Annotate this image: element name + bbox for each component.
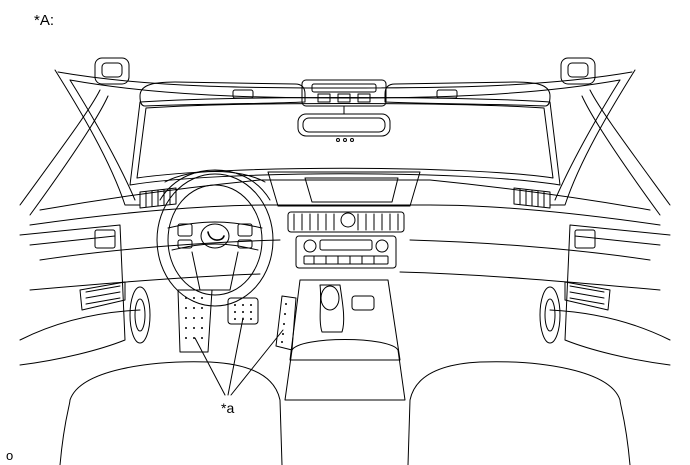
dashboard [30,180,660,290]
air-vent-right [514,188,550,208]
grab-handle-left [95,58,129,84]
overhead-console [302,80,386,106]
footer-code: o [6,448,14,463]
brake-pedal [228,298,258,324]
air-vent-left [140,188,176,208]
callout-leader-lines [195,318,283,395]
steering-wheel [157,170,273,306]
callout-label-a: *a [221,400,235,416]
seat-right [408,362,630,465]
footrest-pedal [178,290,212,352]
center-stack [296,236,396,268]
grab-handle-right [561,58,595,84]
sun-visor-right [385,82,550,106]
sun-visor-left [140,82,305,106]
door-panel-right [550,225,670,365]
speaker-left [130,287,150,343]
center-display [268,172,420,206]
speaker-right [540,287,560,343]
instrument-cluster [165,172,265,183]
seat-left [60,362,282,465]
center-console [285,280,405,400]
windshield-frame [58,72,632,185]
accelerator-pedal [276,296,296,350]
rear-view-mirror [298,106,390,142]
door-panel-left [20,225,140,365]
a-pillar-right [550,70,670,215]
center-air-vents [288,212,404,232]
a-pillar-left [20,70,140,215]
view-label: *A: [34,12,55,29]
